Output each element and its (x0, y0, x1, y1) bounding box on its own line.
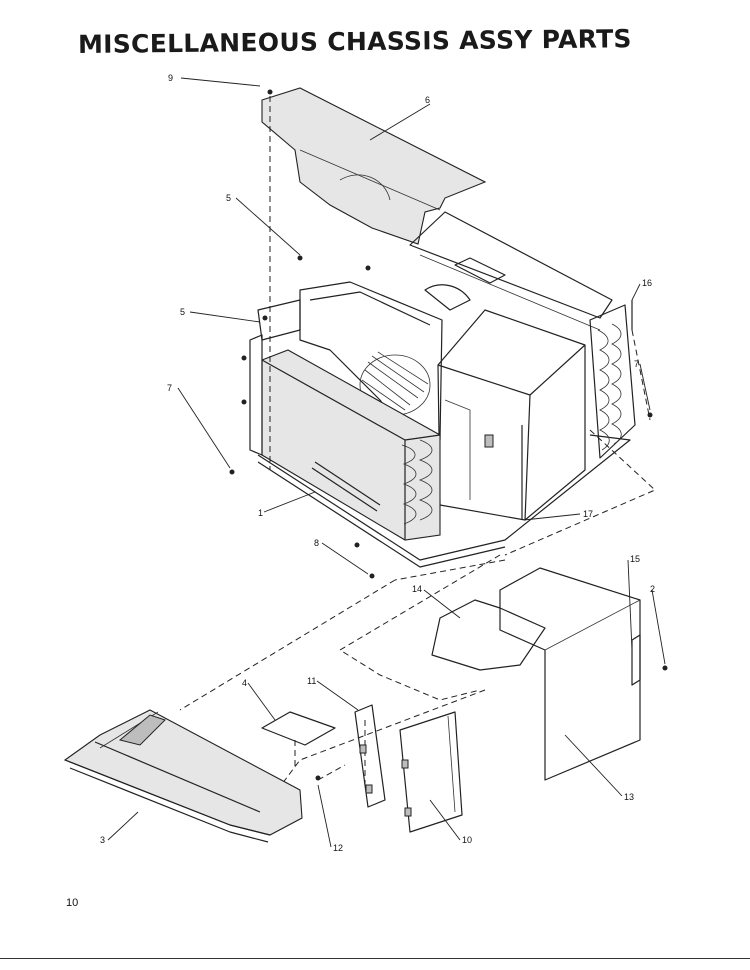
callout-10: 10 (462, 835, 472, 845)
callout-3: 3 (100, 835, 105, 845)
callout-9: 9 (168, 73, 173, 83)
callout-7-left: 7 (167, 383, 172, 393)
callout-8: 8 (314, 538, 319, 548)
callout-16: 16 (642, 278, 652, 288)
callout-5-side: 5 (180, 307, 185, 317)
footer-rule (0, 958, 750, 959)
chassis-base (257, 434, 631, 568)
callout-11: 11 (307, 676, 316, 686)
control-box (437, 309, 586, 521)
narrow-bracket (354, 704, 386, 808)
callout-6: 6 (425, 95, 430, 105)
callout-1: 1 (258, 508, 263, 518)
callout-labels: 9 6 5 5 7 16 7 1 8 17 15 2 14 4 11 13 3 … (100, 73, 655, 853)
side-bracket (249, 299, 301, 456)
callout-2: 2 (650, 584, 655, 594)
page-number: 10 (66, 897, 79, 909)
callout-14: 14 (412, 584, 422, 594)
top-plate (431, 599, 546, 671)
access-panel (399, 711, 463, 833)
leader-lines (107, 77, 666, 848)
alignment-guides (269, 96, 656, 581)
callout-5-top: 5 (226, 193, 231, 203)
condenser-coil (589, 304, 636, 459)
callout-15: 15 (630, 554, 640, 564)
base-pan (63, 709, 303, 843)
top-cover-panel (261, 87, 487, 245)
side-cover-panel (499, 567, 641, 781)
callout-17: 17 (583, 509, 593, 519)
callout-12: 12 (333, 843, 343, 853)
callout-7-right: 7 (634, 359, 639, 369)
small-plate (261, 711, 336, 746)
evaporator-coil (261, 349, 441, 541)
callout-4: 4 (242, 678, 247, 688)
callout-13: 13 (624, 792, 634, 802)
screws (229, 89, 668, 781)
rear-housing (409, 211, 613, 331)
